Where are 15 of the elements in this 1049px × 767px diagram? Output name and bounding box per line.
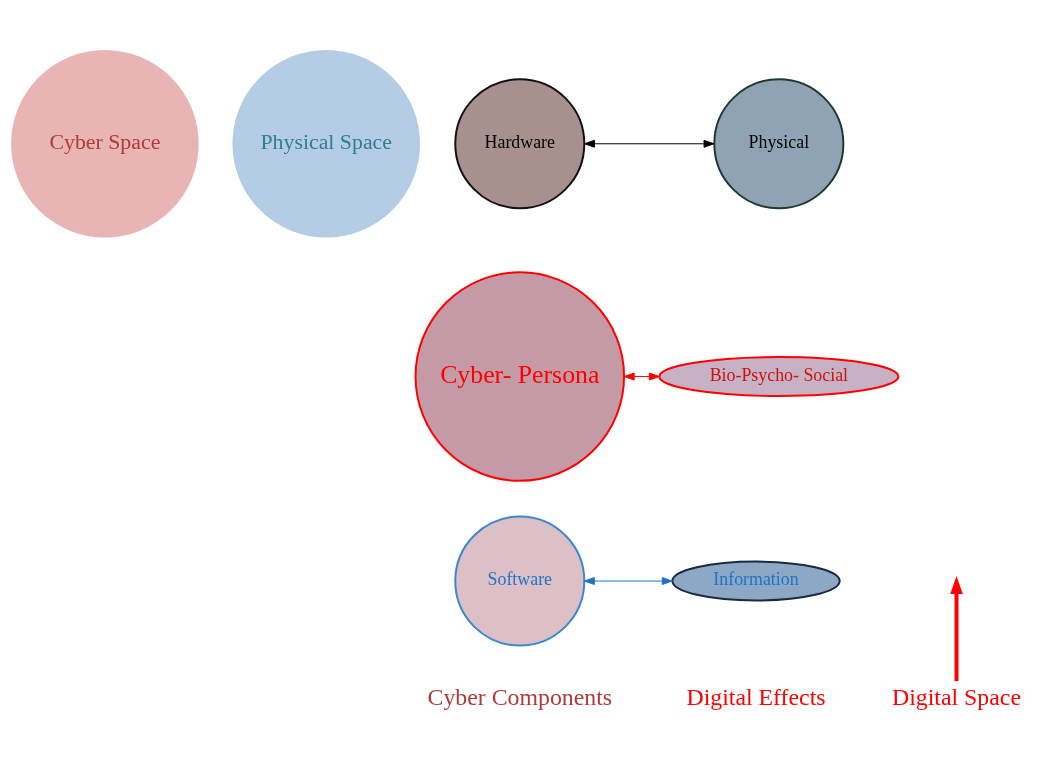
node-ellipse: Bio-Psycho- Social [658, 355, 900, 397]
arrow [950, 575, 963, 681]
node-text: Digital Space [892, 683, 1021, 710]
arrow [584, 139, 715, 148]
node-circle: Physical Space [232, 49, 421, 238]
label: Cyber Components [427, 683, 613, 710]
node-circle: Physical [713, 77, 845, 209]
node-circle: Hardware [454, 77, 586, 209]
node-ellipse: Information [671, 560, 841, 601]
node-circle: Cyber- Persona [414, 270, 626, 482]
arrow [583, 576, 673, 585]
node-circle: Cyber Space [11, 49, 199, 238]
node-circle: Software [454, 515, 586, 647]
arrow [623, 372, 660, 380]
label: Digital Effects [686, 683, 826, 710]
